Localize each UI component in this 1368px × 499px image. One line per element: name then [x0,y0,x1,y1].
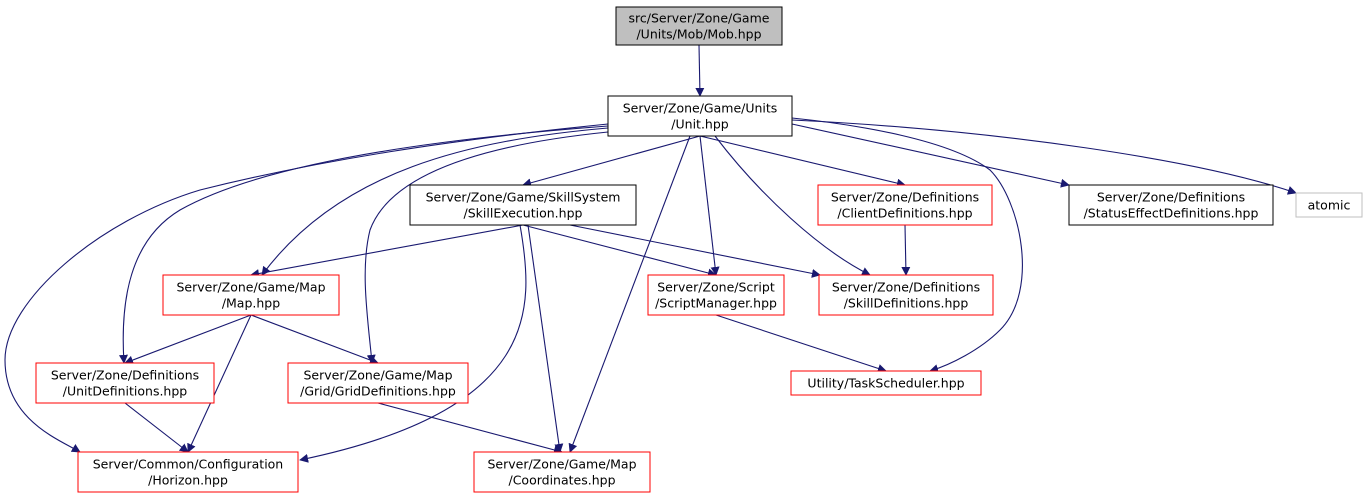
node-label-line: /Grid/GridDefinitions.hpp [300,384,456,399]
edges-layer [4,44,1297,463]
edge-mob-to-unit [695,44,705,97]
node-label-line: /Horizon.hpp [148,473,228,488]
node-label-line: Server/Common/Configuration [93,457,284,472]
edge-unit-to-horizon [4,123,609,453]
edge-unit-to-skilldefs [714,135,871,276]
node-box [607,95,793,137]
edge-skillexec-to-horizon [299,224,527,463]
edge-skillexec-to-coords [527,224,564,453]
edge-unit-to-taskscheduler [791,117,1023,373]
node-label-line: src/Server/Zone/Game [629,11,770,26]
node-atomic[interactable]: atomic [1295,192,1363,218]
node-label-line: Server/Zone/Game/SkillSystem [426,190,621,205]
node-box [817,184,993,226]
node-statusdefs[interactable]: Server/Zone/Definitions/StatusEffectDefi… [1068,184,1274,226]
node-horizon[interactable]: Server/Common/Configuration/Horizon.hpp [77,451,299,493]
node-skilldefs[interactable]: Server/Zone/Definitions/SkillDefinitions… [818,274,994,316]
node-label-line: Server/Zone/Game/Map [487,457,636,472]
node-label-line: /Unit.hpp [671,117,728,132]
node-label-line: Server/Zone/Game/Units [623,101,778,116]
edge-skillexec-to-skilldefs [569,224,821,278]
node-box [77,451,299,493]
edge-map-to-griddefs [250,314,379,365]
node-label-line: /SkillExecution.hpp [464,206,583,221]
node-skillexec[interactable]: Server/Zone/Game/SkillSystem/SkillExecut… [409,184,637,226]
node-box [790,370,982,396]
node-box [162,274,340,316]
nodes-layer: src/Server/Zone/Game/Units/Mob/Mob.hppSe… [35,6,1363,493]
node-mob[interactable]: src/Server/Zone/Game/Units/Mob/Mob.hpp [615,6,783,46]
node-unitdefs[interactable]: Server/Zone/Definitions/UnitDefinitions.… [35,362,215,404]
edge-unitdefs-to-horizon [124,402,189,453]
edge-skillexec-to-map [250,224,524,278]
edge-griddefs-to-coords [377,402,563,455]
node-box [647,274,785,316]
node-label-line: /Coordinates.hpp [508,473,615,488]
node-box [615,6,783,46]
node-label-line: /SkillDefinitions.hpp [844,296,969,311]
node-coords[interactable]: Server/Zone/Game/Map/Coordinates.hpp [473,451,651,493]
edge-unit-to-clientdefs [699,135,906,188]
edge-unit-to-coords [568,135,691,453]
node-griddefs[interactable]: Server/Zone/Game/Map/Grid/GridDefinition… [287,362,469,404]
node-label-line: /ClientDefinitions.hpp [837,206,972,221]
node-label-line: Server/Zone/Definitions [832,280,980,295]
node-unit[interactable]: Server/Zone/Game/Units/Unit.hpp [607,95,793,137]
node-label-line: Server/Zone/Definitions [831,190,979,205]
node-label-line: /ScriptManager.hpp [655,296,777,311]
node-label-line: Server/Zone/Game/Map [303,368,452,383]
node-scriptmgr[interactable]: Server/Zone/Script/ScriptManager.hpp [647,274,785,316]
edge-unit-to-skillexec [522,135,701,188]
node-label-line: Server/Zone/Game/Map [176,280,325,295]
node-box [1068,184,1274,226]
edge-unit-to-atomic [791,119,1297,195]
edge-skillexec-to-scriptmgr [522,224,717,278]
node-taskscheduler[interactable]: Utility/TaskScheduler.hpp [790,370,982,396]
node-box [409,184,637,226]
edge-unit-to-unitdefs [118,125,609,364]
node-label-line: atomic [1308,198,1351,213]
edge-clientdefs-to-skilldefs [901,224,911,276]
node-box [35,362,215,404]
node-label-line: Server/Zone/Script [657,280,775,295]
edge-unit-to-scriptmgr [699,135,720,276]
node-box [1295,192,1363,218]
node-box [287,362,469,404]
node-label-line: /StatusEffectDefinitions.hpp [1084,206,1259,221]
edge-map-to-unitdefs [124,314,252,365]
node-label-line: /Map.hpp [222,296,280,311]
node-clientdefs[interactable]: Server/Zone/Definitions/ClientDefinition… [817,184,993,226]
node-label-line: /Units/Mob/Mob.hpp [636,27,761,42]
node-label-line: Server/Zone/Definitions [51,368,199,383]
node-box [473,451,651,493]
node-label-line: Server/Zone/Definitions [1097,190,1245,205]
edge-unit-to-griddefs [364,131,609,364]
edge-map-to-horizon [187,314,252,453]
edge-unit-to-statusdefs [791,123,1070,188]
edge-scriptmgr-to-taskscheduler [715,314,887,373]
node-label-line: Utility/TaskScheduler.hpp [807,376,964,391]
edge-unit-to-map [261,127,609,276]
node-map[interactable]: Server/Zone/Game/Map/Map.hpp [162,274,340,316]
node-box [818,274,994,316]
node-label-line: /UnitDefinitions.hpp [63,384,188,399]
